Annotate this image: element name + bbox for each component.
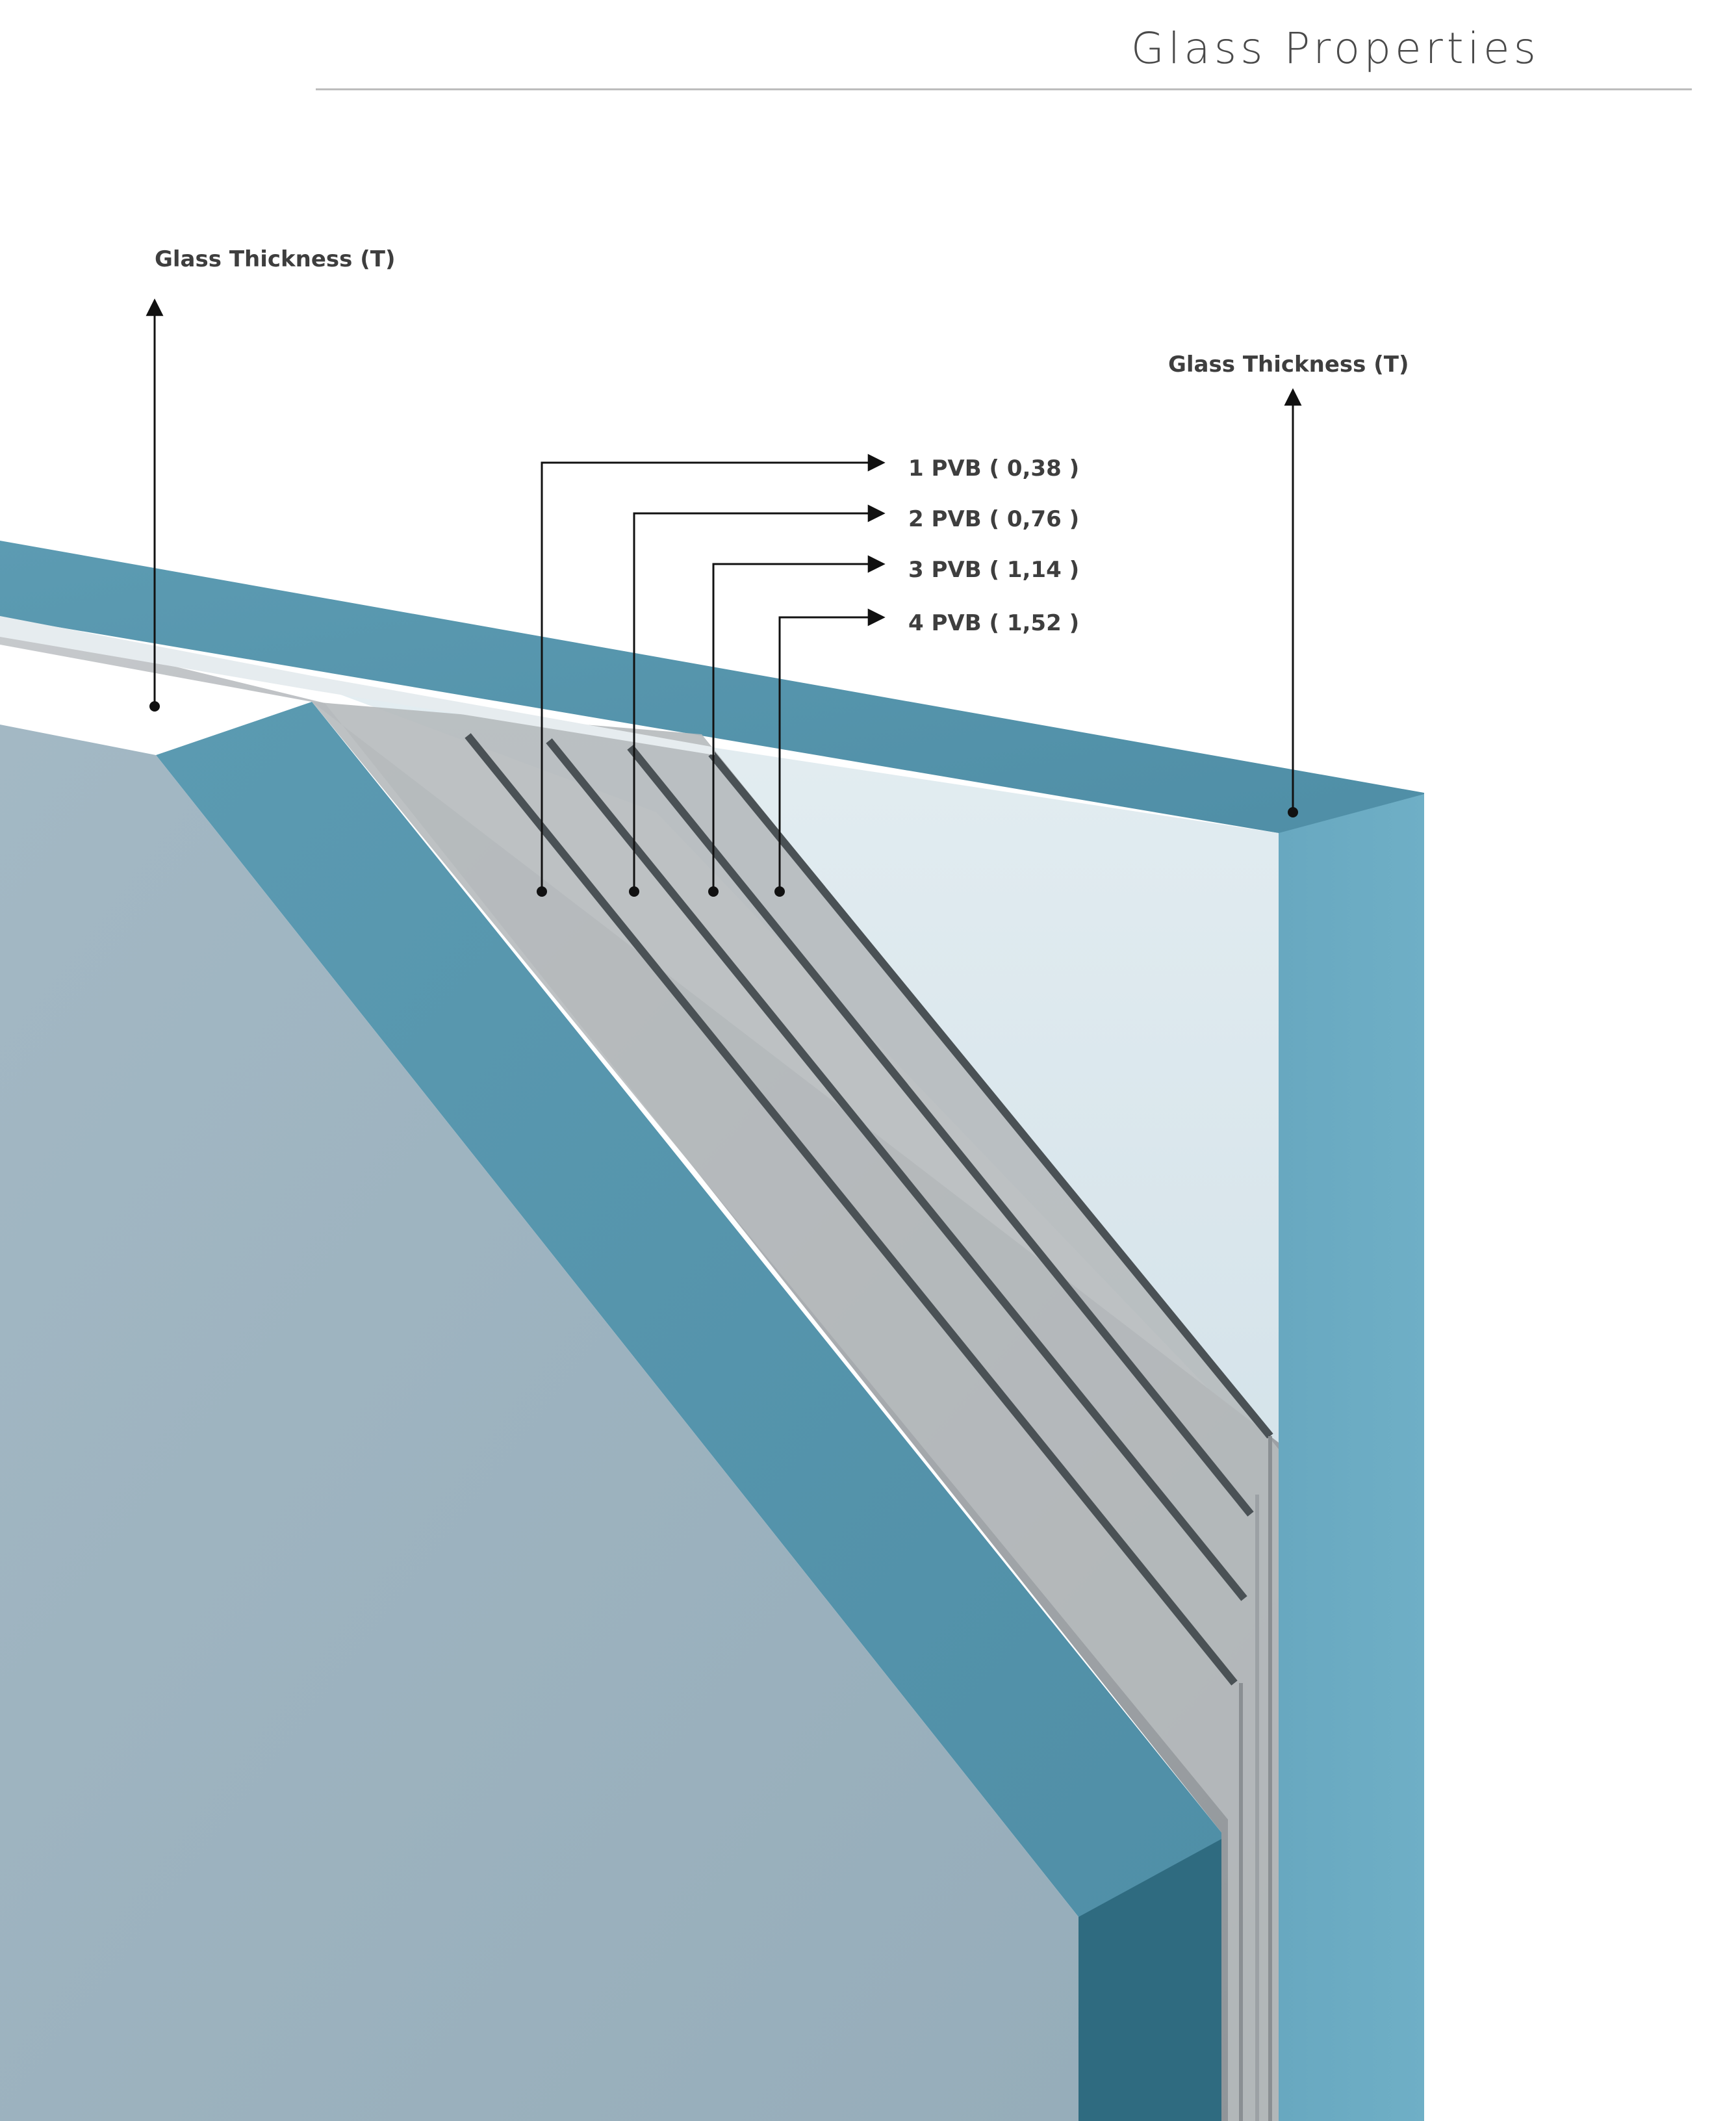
front-glass-face [0,725,1079,2121]
pvb-layer-line-4 [708,751,1273,1439]
callout-dot-pvb-4 [774,886,785,897]
callout-line-pvb-3 [712,555,886,892]
back-glass-top-edge [0,541,1424,833]
pvb-label-3: 3 PVB ( 1,14 ) [908,557,1079,583]
pvb-layer-line-2 [546,738,1247,1601]
callout-line-pvb-4 [778,608,886,892]
callout-line-pvb-1 [541,454,886,892]
glass-top-highlight [0,616,715,755]
pvb-label-2: 2 PVB ( 0,76 ) [908,506,1079,532]
front-glass-bottom-edge [1079,1839,1221,2121]
callout-line-pvb-2 [633,504,886,892]
glass-thickness-label-left: Glass Thickness (T) [155,246,395,272]
callout-pvb-1: 1 PVB ( 0,38 ) [537,454,1079,897]
callout-glass-thickness-left: Glass Thickness (T) [146,246,395,712]
callout-pvb-3: 3 PVB ( 1,14 ) [708,555,1079,897]
callout-dot-pvb-1 [537,886,547,897]
pvb-layer-lines [465,733,1273,2121]
back-glass-right-edge [1279,794,1424,2121]
pvb-layer-line-3 [627,745,1254,1517]
callout-glass-thickness-right: Glass Thickness (T) [1168,352,1409,817]
page-title: Glass Properties [1130,23,1540,73]
callout-dot-left [149,701,160,712]
pvb-layer-line-1 [465,733,1238,1686]
glass-thickness-label-right: Glass Thickness (T) [1168,352,1409,378]
callout-dot-right [1288,807,1298,817]
callout-dot-pvb-2 [629,886,639,897]
page-header: Glass Properties [0,0,1736,97]
pvb-label-4: 4 PVB ( 1,52 ) [908,610,1079,636]
callout-dot-pvb-3 [708,886,719,897]
back-glass-face [325,689,1279,1462]
pvb-label-1: 1 PVB ( 0,38 ) [908,456,1079,482]
callout-pvb-2: 2 PVB ( 0,76 ) [629,504,1079,897]
header-divider [316,88,1692,90]
interlayer-face [312,702,1279,2121]
callout-pvb-4: 4 PVB ( 1,52 ) [774,608,1079,897]
